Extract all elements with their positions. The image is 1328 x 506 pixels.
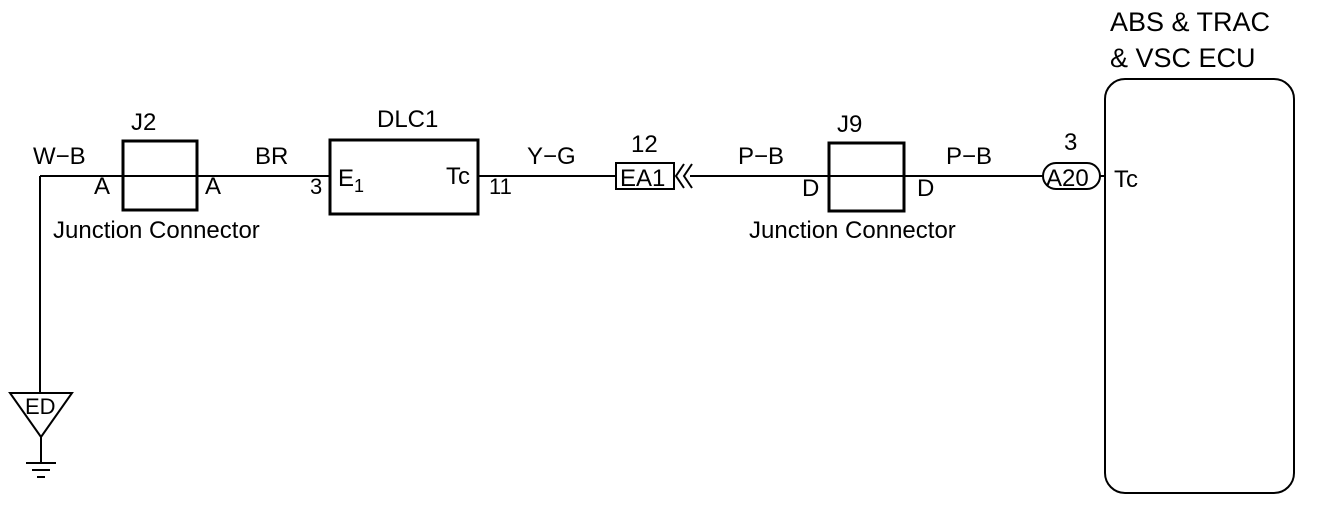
ecu-title-line2: & VSC ECU	[1110, 43, 1256, 73]
wire-label-yg: Y−G	[527, 143, 576, 170]
ed-triangle	[8, 392, 74, 439]
ea1-name: EA1	[620, 165, 665, 192]
j9-pin-left: D	[802, 175, 819, 202]
ecu-terminal-tc: Tc	[1114, 166, 1138, 193]
junction-connector-j2: J2 A A Junction Connector	[53, 109, 260, 244]
ground-point-ed: ED	[8, 392, 74, 478]
j2-caption: Junction Connector	[53, 217, 260, 244]
junction-connector-j9: J9 D D Junction Connector	[749, 111, 956, 244]
dlc1-terminal-e1: E1	[338, 165, 364, 196]
j2-name: J2	[131, 109, 156, 136]
ecu-title-line1: ABS & TRAC	[1110, 7, 1270, 37]
ed-label: ED	[25, 394, 56, 419]
j9-pin-right: D	[917, 175, 934, 202]
ea1-connector: EA1 12	[615, 131, 693, 192]
j2-box	[121, 139, 199, 212]
wire-label-pb-1: P−B	[738, 143, 784, 170]
a20-bubble	[1042, 162, 1101, 190]
ea1-chevron-1	[674, 163, 685, 189]
a20-pin: 3	[1064, 129, 1077, 156]
dlc1-terminal-tc: Tc	[446, 163, 470, 190]
j9-caption: Junction Connector	[749, 217, 956, 244]
wire-label-wb: W−B	[33, 143, 86, 170]
j2-pin-right: A	[205, 173, 221, 200]
dlc1-pin-right: 11	[489, 174, 512, 199]
dlc1-box	[328, 138, 480, 216]
dlc1-connector: DLC1 E1 Tc 3 11	[310, 106, 512, 216]
ea1-chevron-2	[682, 163, 693, 189]
ea1-box	[615, 162, 675, 190]
ecu-box	[1104, 78, 1295, 494]
a20-name: A20	[1046, 165, 1089, 192]
dlc1-e1-sub: 1	[354, 176, 364, 196]
dlc1-e1-main: E	[338, 165, 354, 192]
j9-name: J9	[837, 111, 862, 138]
wire-label-br: BR	[255, 143, 288, 170]
ea1-pin: 12	[631, 131, 658, 158]
abs-trac-vsc-ecu: ABS & TRAC & VSC ECU Tc	[1104, 7, 1295, 494]
j2-pin-left: A	[94, 173, 110, 200]
j9-box	[827, 141, 906, 213]
dlc1-pin-left: 3	[310, 174, 322, 199]
a20-connector: A20 3	[1042, 129, 1101, 192]
wires	[39, 175, 1105, 393]
dlc1-name: DLC1	[377, 106, 438, 133]
wire-label-pb-2: P−B	[946, 143, 992, 170]
